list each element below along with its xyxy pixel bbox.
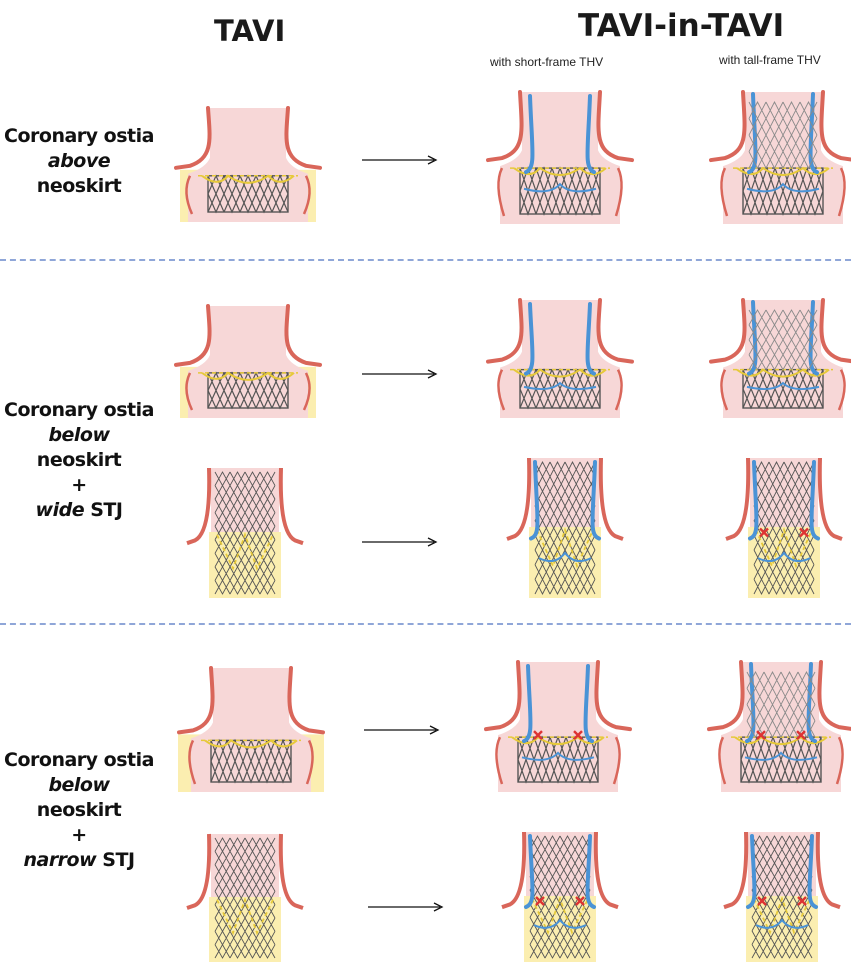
tavi-in-tavi-short-frame-illustration [490,82,630,230]
aortic-wall-left [711,300,745,362]
aortic-lumen [498,662,618,792]
row-label-3: Coronary ostia below neoskirt + narrow S… [4,748,154,873]
tavi-in-tavi-header: TAVI-in-TAVI [578,8,784,44]
tavi-in-tavi-short-frame-illustration [488,652,628,798]
aortic-lumen [191,668,311,792]
tavi-in-tavi-tall-frame-illustration [716,652,846,798]
aortic-wall-right [818,832,840,907]
aortic-wall-left [176,108,210,168]
transition-arrow [362,368,440,380]
aortic-lumen [723,92,843,224]
aortic-wall-left [486,662,520,729]
transition-arrow [362,536,440,548]
aortic-wall-right [281,834,303,908]
separator-2 [0,623,851,625]
aortic-wall-left [488,300,522,362]
aortic-wall-right [819,662,851,729]
aortic-lumen [723,300,843,418]
aortic-lumen [721,662,841,792]
tavi-in-tavi-short-frame-illustration [490,290,630,424]
aortic-lumen [500,92,620,224]
tavi-header: TAVI [214,14,285,48]
aortic-wall-left [711,92,745,160]
tavi-in-tavi-tall-frame-illustration [718,82,848,230]
aortic-wall-left [488,92,522,160]
aortic-wall-right [281,468,303,543]
aortic-wall-right [286,306,320,365]
aortic-wall-right [821,300,851,362]
aortic-lumen [188,108,308,222]
transition-arrow [364,724,442,736]
aortic-lumen [500,300,620,418]
short-frame-subheader: with short-frame THV [490,55,603,69]
aortic-wall-left [502,832,524,907]
aortic-wall-left [187,834,209,908]
aortic-wall-left [507,458,529,539]
aortic-wall-right [596,662,630,729]
aortic-wall-right [596,832,618,907]
aortic-wall-left [176,306,210,365]
tavi-in-tavi-tall-frame-illustration [722,826,842,966]
aortic-wall-left [179,668,213,732]
aortic-lumen [188,306,308,418]
row-label-2: Coronary ostia below neoskirt + wide STJ [4,398,154,523]
tavi-in-tavi-short-frame-illustration [500,826,620,966]
aortic-wall-right [598,92,632,160]
tavi-illustration [178,98,318,228]
aortic-wall-left [709,662,743,729]
aortic-wall-right [598,300,632,362]
aortic-wall-right [820,458,842,539]
tavi-in-tavi-tall-frame-illustration [718,290,848,424]
aortic-wall-left [187,468,209,543]
tavi-in-tavi-short-frame-illustration [500,452,630,602]
aortic-wall-right [289,668,323,732]
tavi-tall-frame-illustration [190,462,300,602]
aortic-wall-right [286,108,320,168]
separator-1 [0,259,851,261]
aortic-wall-right [821,92,851,160]
tavi-illustration [178,296,318,424]
tavi-in-tavi-tall-frame-illustration [724,452,844,602]
aortic-wall-left [726,458,748,539]
tavi-tall-frame-illustration [190,828,300,966]
aortic-wall-left [724,832,746,907]
tavi-illustration [176,658,326,798]
tall-frame-subheader: with tall-frame THV [719,53,821,67]
aortic-wall-right [601,458,623,539]
row-label-1: Coronary ostia above neoskirt [4,124,154,199]
transition-arrow [362,154,440,166]
transition-arrow [368,901,446,913]
